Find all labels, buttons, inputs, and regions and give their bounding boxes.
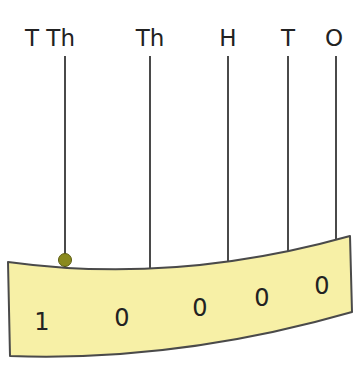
place-digit: 0 [254, 286, 269, 310]
spike [64, 56, 66, 268]
base-outline [4, 228, 356, 364]
bead [59, 254, 72, 267]
place-value-label: Th [136, 27, 165, 50]
place-value-label: T Th [25, 27, 75, 50]
spike [287, 56, 289, 253]
place-digit: 0 [192, 296, 207, 320]
place-value-label: H [219, 27, 236, 50]
place-value-label: O [325, 27, 343, 50]
spike [227, 56, 229, 263]
place-digit: 0 [314, 274, 329, 298]
abacus-base: 1 0 0 0 0 [4, 228, 356, 364]
spike [149, 56, 151, 269]
place-digit: 0 [114, 306, 129, 330]
place-digit: 1 [34, 310, 49, 334]
place-value-label: T [281, 27, 295, 50]
spike [335, 56, 337, 241]
